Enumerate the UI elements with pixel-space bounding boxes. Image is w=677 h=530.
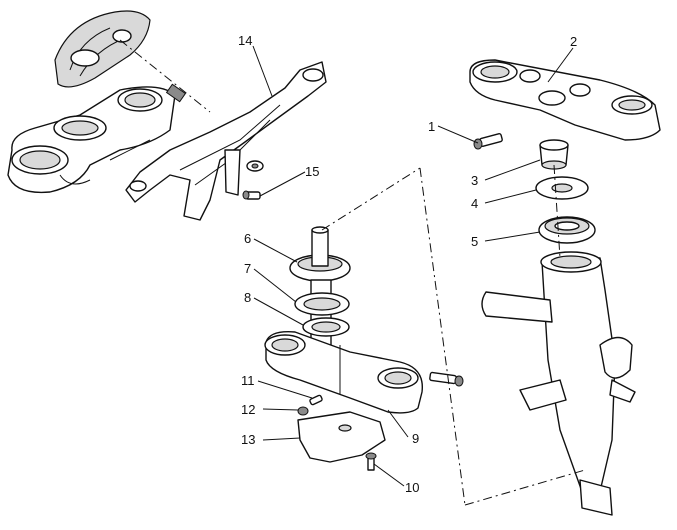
grommet-part bbox=[246, 160, 264, 172]
callout-14: 14 bbox=[238, 33, 252, 48]
callout-5: 5 bbox=[471, 234, 478, 249]
callout-15: 15 bbox=[305, 164, 319, 179]
upper-bearing-part bbox=[538, 216, 596, 244]
mounting-pin-part bbox=[119, 39, 211, 113]
bracket-screw-part bbox=[242, 190, 261, 200]
plate-screw-part bbox=[365, 452, 377, 471]
instrument-panel-part bbox=[54, 10, 151, 88]
washer-part bbox=[535, 176, 589, 200]
callout-11: 11 bbox=[241, 373, 255, 388]
cover-plate-part bbox=[297, 411, 386, 463]
callout-10: 10 bbox=[405, 480, 419, 495]
axis-line-upper bbox=[321, 167, 421, 231]
callout-8: 8 bbox=[244, 290, 251, 305]
frame-head-tube-part bbox=[481, 251, 636, 516]
stem-nut-part bbox=[539, 139, 569, 170]
lower-clamp-part bbox=[264, 331, 424, 414]
callout-6: 6 bbox=[244, 231, 251, 246]
clamp-screw-part bbox=[473, 133, 503, 150]
seal-ring-part bbox=[302, 317, 350, 337]
axis-line-lower bbox=[419, 167, 466, 506]
callout-4: 4 bbox=[471, 196, 478, 211]
callout-12: 12 bbox=[241, 402, 255, 417]
callout-7: 7 bbox=[244, 261, 251, 276]
callout-13: 13 bbox=[241, 432, 255, 447]
axis-line-frame bbox=[464, 469, 586, 506]
callout-2: 2 bbox=[570, 34, 577, 49]
callout-1: 1 bbox=[428, 119, 435, 134]
callout-9: 9 bbox=[412, 431, 419, 446]
axis-line-right bbox=[553, 164, 561, 259]
clamp-bolt-part bbox=[429, 371, 464, 387]
reference-upper-clamp-part bbox=[7, 86, 176, 194]
callout-3: 3 bbox=[471, 173, 478, 188]
dust-seal-part bbox=[294, 292, 350, 316]
upper-clamp-part bbox=[469, 59, 661, 141]
grommet-small-part bbox=[297, 406, 309, 416]
leader-lines bbox=[252, 45, 574, 487]
fastener-part bbox=[309, 394, 323, 406]
instrument-bracket-part bbox=[125, 61, 327, 221]
